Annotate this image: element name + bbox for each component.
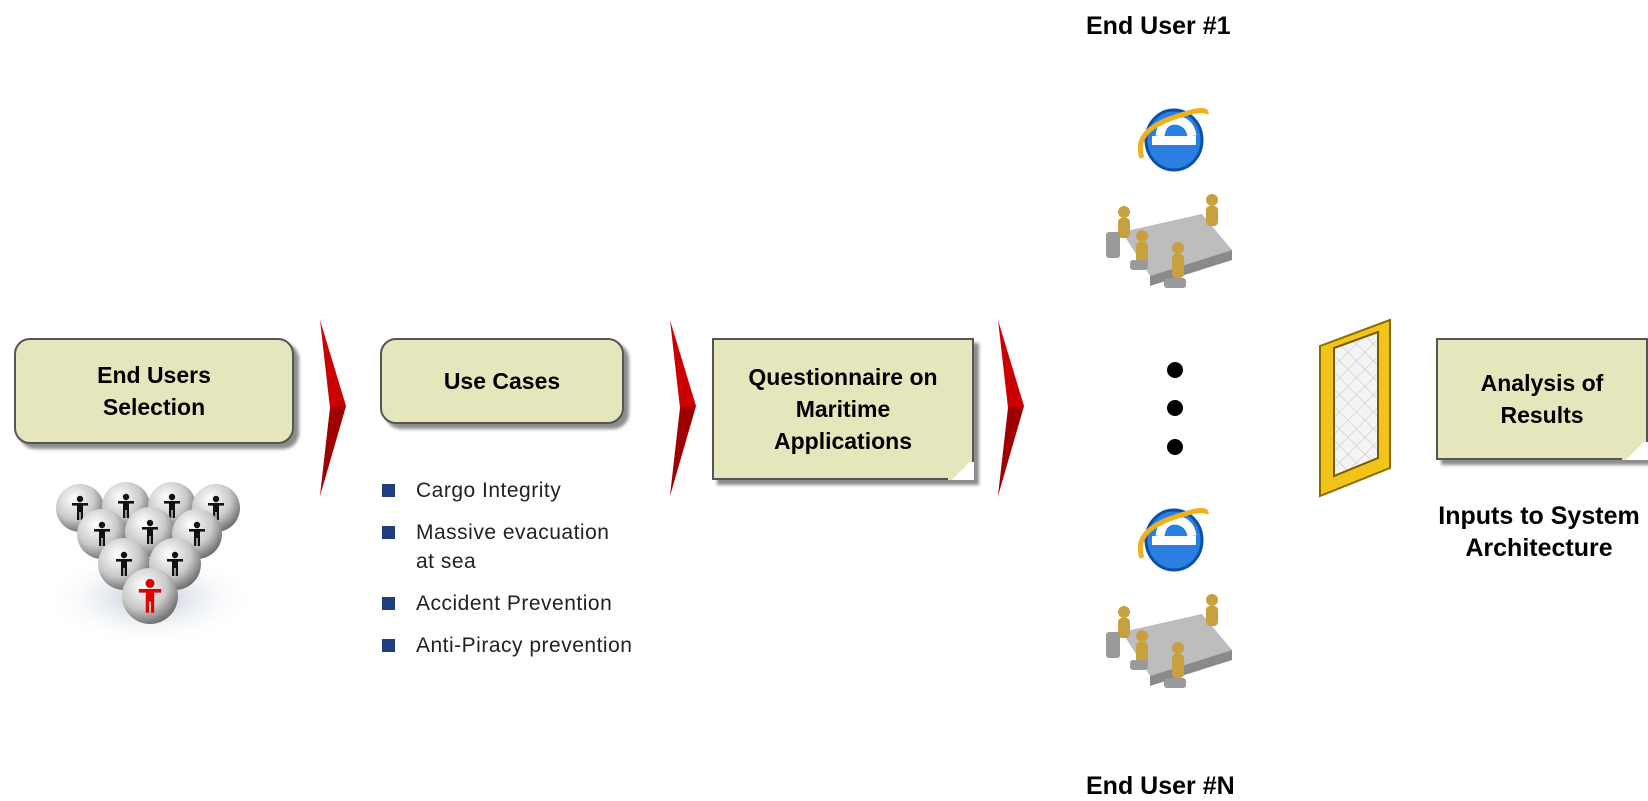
analysis-of-results-label: Analysis of Results xyxy=(1480,370,1604,428)
internet-explorer-icon xyxy=(1138,508,1209,572)
billiard-people-icon xyxy=(45,482,255,646)
inputs-to-system-architecture-label: Inputs to System Architecture xyxy=(1438,502,1640,562)
bullet-square-icon xyxy=(382,484,395,497)
list-item: Accident Prevention xyxy=(382,589,672,618)
bullet-square-icon xyxy=(382,597,395,610)
questionnaire-box: Questionnaire on Maritime Applications xyxy=(712,338,974,480)
chevron-arrow-3 xyxy=(998,320,1024,496)
ellipsis-dot-2 xyxy=(1167,400,1183,416)
chevron-arrow-2 xyxy=(670,320,696,496)
bullet-square-icon xyxy=(382,639,395,652)
document-frame-icon xyxy=(1319,318,1391,498)
end-users-selection-label: End Users Selection xyxy=(97,362,211,420)
list-item: Massive evacuation at sea xyxy=(382,518,672,576)
meeting-table-icon xyxy=(1106,594,1232,688)
end-users-selection-box: End Users Selection xyxy=(14,338,294,444)
ellipsis-dot-1 xyxy=(1167,362,1183,378)
use-case-list: Cargo Integrity Massive evacuation at se… xyxy=(382,476,672,673)
end-user-first-label: End User #1 xyxy=(1086,12,1231,40)
use-cases-label: Use Cases xyxy=(443,368,561,394)
questionnaire-label: Questionnaire on Maritime Applications xyxy=(748,364,938,454)
list-item: Cargo Integrity xyxy=(382,476,672,505)
list-item: Anti-Piracy prevention xyxy=(382,631,672,660)
chevron-arrow-1 xyxy=(320,320,346,496)
bullet-square-icon xyxy=(382,526,395,539)
end-user-last-label: End User #N xyxy=(1086,772,1235,800)
meeting-table-icon xyxy=(1106,194,1232,288)
use-cases-box: Use Cases xyxy=(380,338,624,424)
ellipsis-dot-3 xyxy=(1167,439,1183,455)
internet-explorer-icon xyxy=(1138,108,1209,172)
analysis-of-results-box: Analysis of Results xyxy=(1436,338,1648,460)
